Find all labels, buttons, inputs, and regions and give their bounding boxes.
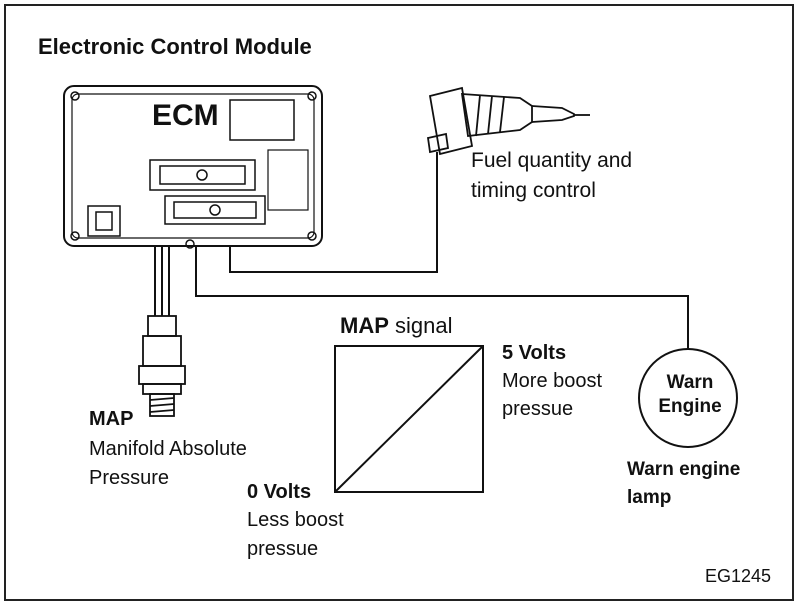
high-desc-line2: pressue: [502, 398, 574, 420]
wire-ecm-to-injector: [229, 152, 438, 273]
high-voltage-value: 5 Volts: [502, 342, 567, 364]
lamp-inner-line1: Warn: [666, 372, 714, 393]
map-signal-bold: MAP: [340, 313, 389, 338]
lamp-inner-line2: Engine: [658, 396, 722, 417]
sensor-desc-line1: Manifold Absolute: [89, 438, 247, 460]
map-sensor-desc: Manifold Absolute Pressure: [89, 435, 247, 493]
fuel-injector: [426, 86, 590, 156]
diagram-frame: [4, 4, 794, 601]
low-desc-line2: pressue: [247, 538, 319, 560]
injector-label-line2: timing control: [471, 179, 596, 202]
ecm-side-port: [87, 205, 121, 237]
ecm-inner-panel: [71, 93, 315, 239]
wire-ecm-to-lamp: [195, 246, 689, 348]
sensor-desc-line2: Pressure: [89, 467, 170, 489]
map-signal-rest: signal: [388, 313, 453, 338]
lamp-label: Warn engine lamp: [627, 456, 740, 512]
map-signal-title: MAP signal: [340, 313, 452, 339]
map-sensor: [138, 315, 186, 417]
injector-label-line1: Fuel quantity and: [471, 149, 633, 172]
ecm-label: ECM: [152, 99, 219, 132]
page-title: Electronic Control Module: [38, 34, 312, 59]
ecm-label-plate: [229, 99, 295, 141]
lamp-label-line1: Warn engine: [627, 459, 741, 480]
map-sensor-abbr: MAP: [89, 408, 134, 430]
high-desc-line1: More boost: [502, 370, 603, 392]
low-voltage-desc: Less boost pressue: [247, 506, 344, 564]
lamp-inner-text: Warn Engine: [652, 371, 728, 419]
warn-engine-lamp: [638, 348, 738, 448]
high-voltage-desc: More boost pressue: [502, 367, 602, 423]
ecm-connector-upper: [149, 159, 256, 191]
map-signal-graph: [334, 345, 484, 493]
ecm-connector-lower: [164, 195, 266, 225]
figure-code: EG1245: [705, 566, 772, 586]
lamp-label-line2: lamp: [627, 487, 672, 508]
map-signal-line: [334, 345, 484, 493]
injector-label: Fuel quantity and timing control: [471, 146, 632, 206]
low-desc-line1: Less boost: [247, 509, 344, 531]
low-voltage-value: 0 Volts: [247, 481, 312, 503]
